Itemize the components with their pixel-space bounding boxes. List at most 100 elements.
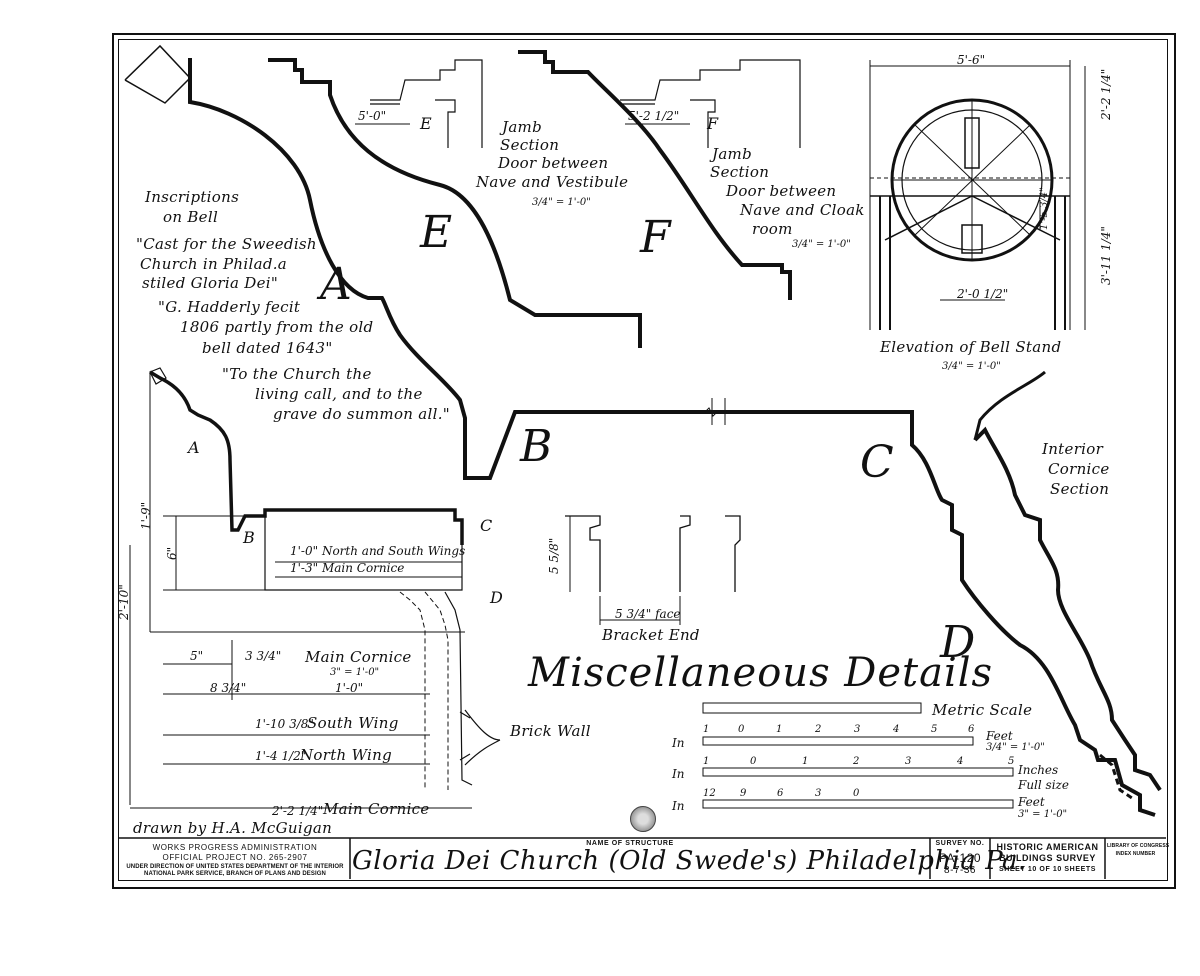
profile-f-outline xyxy=(518,50,792,300)
scale-row3-tick: 6 xyxy=(777,788,784,799)
profile-a-outline xyxy=(188,58,715,480)
survey-number: PA-120 xyxy=(938,851,982,865)
small-letter-f: F xyxy=(707,114,719,133)
scale-row3-tick: 3 xyxy=(815,788,822,799)
jamb-e-line: Nave and Vestibule xyxy=(476,173,629,191)
sheet-border-outer xyxy=(112,33,1176,889)
cornice-label-north-south: 1'-0" North and South Wings xyxy=(290,544,466,558)
scale-row1-tick: 2 xyxy=(815,724,822,735)
scale-row1-units: Feet xyxy=(986,729,1013,743)
bell-stand-drawing xyxy=(869,60,1086,330)
cornice-dim-5: 5" xyxy=(190,649,204,663)
jamb-e-line: Section xyxy=(500,136,560,154)
section-letter-b: B xyxy=(520,421,553,472)
jamb-e-line: Door between xyxy=(498,154,609,172)
south-wing-label: South Wing xyxy=(307,714,399,732)
small-letter-d: D xyxy=(490,588,503,607)
scale-row1-prefix: In xyxy=(672,736,685,750)
corner-fragment xyxy=(124,44,192,104)
main-cornice-title: Main Cornice xyxy=(305,648,412,666)
loc-line-2: INDEX NUMBER xyxy=(1115,851,1156,857)
main-cornice-drawing xyxy=(129,367,501,809)
jamb-e-scale: 3/4" = 1'-0" xyxy=(532,197,591,208)
bracket-end-drawing xyxy=(565,515,741,625)
inscription-line: Church in Philad.a xyxy=(140,255,288,273)
scale-row1-tick: 3 xyxy=(854,724,861,735)
scale-row3-tick: 0 xyxy=(853,788,860,799)
brick-wall-label: Brick Wall xyxy=(510,722,591,740)
scale-row3-tick: 9 xyxy=(740,788,747,799)
wpa-line-4: NATIONAL PARK SERVICE, BRANCH OF PLANS A… xyxy=(144,871,326,877)
survey-no-label: SURVEY NO. xyxy=(935,840,985,847)
habs-line-2: BUILDINGS SURVEY xyxy=(999,853,1096,863)
scale-row2-scale: Full size xyxy=(1018,778,1069,792)
profile-e-outline xyxy=(268,58,642,348)
cornice-dim-total: 2'-10" xyxy=(117,584,131,620)
scale-row2-tick: 1 xyxy=(802,756,809,767)
bell-stand-dim-inner: 1'-5 3/4" xyxy=(1039,187,1050,230)
profile-d-top xyxy=(973,370,1046,441)
scale-row2-tick: 5 xyxy=(1008,756,1015,767)
bracket-caption: Bracket End xyxy=(602,626,700,644)
inscription-line: stiled Gloria Dei" xyxy=(142,274,279,292)
metric-scale-label: Metric Scale xyxy=(932,701,1033,719)
jamb-f-profile xyxy=(620,59,801,148)
scale-row2-tick: 2 xyxy=(853,756,860,767)
sheet-of-sheets: SHEET 10 OF 10 SHEETS xyxy=(998,866,1097,873)
inscription-line: living call, and to the xyxy=(255,385,423,403)
scale-row3-prefix: In xyxy=(672,799,685,813)
scale-row1-scale: 3/4" = 1'-0" xyxy=(986,742,1045,753)
scale-row2-prefix: In xyxy=(672,767,685,781)
scale-row1-tick: 0 xyxy=(738,724,745,735)
seal-stamp xyxy=(630,806,656,832)
scale-row1-tick: 1 xyxy=(703,724,710,735)
cornice-label-main: 1'-3" Main Cornice xyxy=(290,561,405,575)
section-letter-a: A xyxy=(320,259,352,310)
scale-row2-tick: 3 xyxy=(905,756,912,767)
bracket-dim-face: 5 3/4" face xyxy=(615,607,681,621)
jamb-f-scale: 3/4" = 1'-0" xyxy=(792,239,851,250)
scale-row1-tick: 4 xyxy=(893,724,900,735)
jamb-e-line: Jamb xyxy=(502,118,542,136)
scale-row3-tick: 12 xyxy=(703,788,716,799)
small-letter-c: C xyxy=(480,516,493,535)
scale-row1-tick: 5 xyxy=(931,724,938,735)
structure-name: Gloria Dei Church (Old Swede's) Philadel… xyxy=(352,846,1027,876)
small-letter-b: B xyxy=(243,528,255,547)
scale-row1-tick: 1 xyxy=(776,724,783,735)
inscription-line: bell dated 1643" xyxy=(202,339,333,357)
name-of-structure-label: NAME OF STRUCTURE xyxy=(586,840,674,847)
jamb-f-line: Jamb xyxy=(712,145,752,163)
cornice-dim-8-3-4: 8 3/4" xyxy=(210,681,247,695)
cornice-dim-1-9: 1'-9" xyxy=(139,501,153,530)
jamb-f-line: Section xyxy=(710,163,770,181)
north-wing-label: North Wing xyxy=(300,746,392,764)
interior-cornice-line: Section xyxy=(1050,480,1110,498)
title-block-lines xyxy=(118,837,1166,879)
jamb-e-dimension: 5'-0" xyxy=(358,109,387,123)
inscription-line: grave do summon all." xyxy=(273,405,451,423)
metric-scale-bars xyxy=(702,702,1014,809)
loc-line-1: LIBRARY OF CONGRESS xyxy=(1107,843,1170,849)
scale-row1-tick: 6 xyxy=(968,724,975,735)
main-cornice-scale: 3" = 1'-0" xyxy=(330,667,380,678)
break-mark-1 xyxy=(704,407,718,417)
north-wing-dim: 1'-4 1/2" xyxy=(255,749,307,763)
inscription-line: "To the Church the xyxy=(222,365,372,383)
main-cornice-label: Main Cornice xyxy=(323,800,430,818)
section-letter-f: F xyxy=(640,212,671,263)
wpa-line-1: WORKS PROGRESS ADMINISTRATION xyxy=(152,843,318,852)
jamb-e-profile xyxy=(370,59,483,148)
cornice-dim-1-0: 1'-0" xyxy=(335,681,364,695)
inscriptions-heading-1: Inscriptions xyxy=(145,188,240,206)
inscriptions-heading-2: on Bell xyxy=(163,208,219,226)
wpa-line-2: OFFICIAL PROJECT NO. 265-2907 xyxy=(162,853,308,862)
interior-cornice-line: Interior xyxy=(1042,440,1104,458)
sheet-main-title: Miscellaneous Details xyxy=(528,650,994,696)
jamb-f-dimension: 5'-2 1/2" xyxy=(628,109,680,123)
section-letter-c: C xyxy=(860,437,894,488)
main-cornice-dim: 2'-2 1/4" xyxy=(272,804,324,818)
cornice-dim-3-3-4: 3 3/4" xyxy=(245,649,282,663)
jamb-f-line: Door between xyxy=(726,182,837,200)
